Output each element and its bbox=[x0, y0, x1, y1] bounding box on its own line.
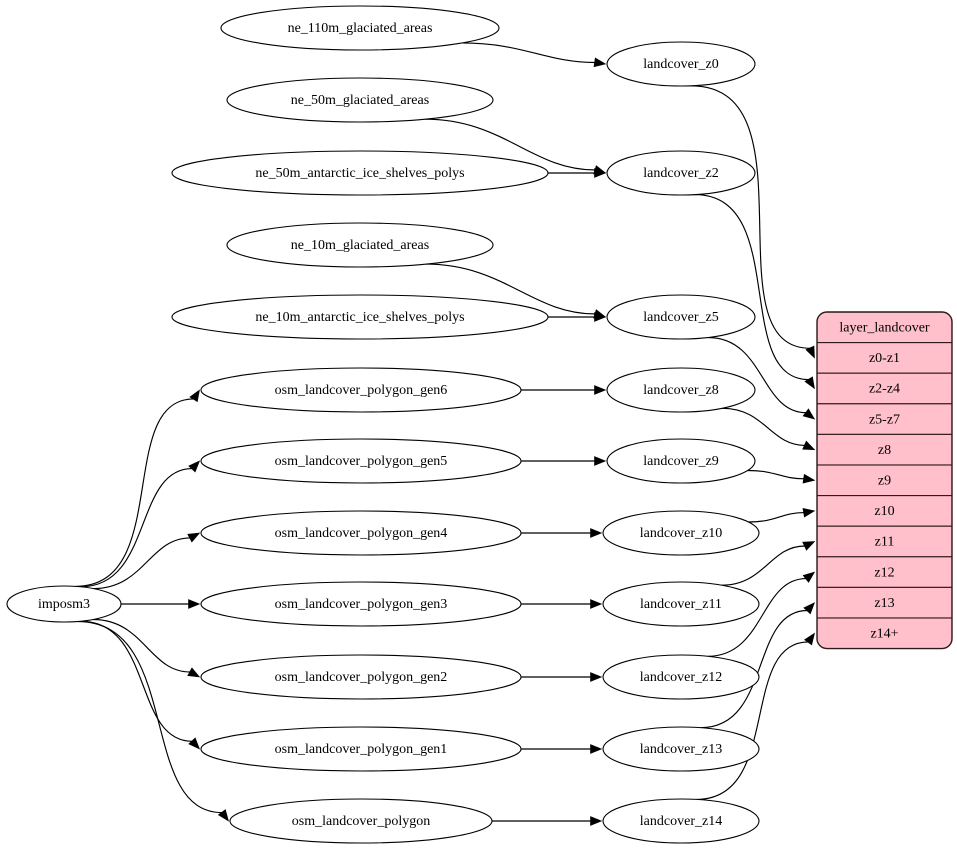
arrowhead-icon bbox=[594, 456, 607, 466]
node-landcover_z11[interactable]: landcover_z11 bbox=[602, 581, 760, 627]
arrowhead-icon bbox=[590, 599, 603, 609]
edge-landcover_z2-to-row_z2_z4 bbox=[694, 194, 810, 381]
edge-landcover_z5-to-row_z5_z7 bbox=[708, 336, 807, 414]
arrowhead-icon bbox=[594, 385, 607, 395]
arrowhead-icon bbox=[805, 345, 815, 359]
node-osm_landcover_polygon_gen3[interactable]: osm_landcover_polygon_gen3 bbox=[200, 581, 522, 627]
table-row-row_z13[interactable]: z13 bbox=[817, 586, 952, 619]
edge-landcover_z14-to-row_z14plus bbox=[696, 641, 809, 800]
table-row-layer_landcover: layer_landcover bbox=[817, 312, 952, 344]
arrowhead-icon bbox=[802, 541, 816, 551]
edge-imposm3-to-osm_landcover_polygon_gen2 bbox=[93, 618, 191, 673]
arrowhead-icon bbox=[590, 672, 603, 682]
table-row-row_z10[interactable]: z10 bbox=[817, 495, 952, 527]
arrowhead-icon bbox=[590, 528, 603, 538]
node-osm_landcover_polygon_gen5[interactable]: osm_landcover_polygon_gen5 bbox=[200, 438, 522, 484]
node-landcover_z9[interactable]: landcover_z9 bbox=[606, 438, 756, 484]
arrowhead-icon bbox=[188, 599, 201, 609]
table-row-row_z5_z7[interactable]: z5-z7 bbox=[817, 403, 952, 435]
node-osm_landcover_polygon_gen1[interactable]: osm_landcover_polygon_gen1 bbox=[200, 726, 522, 772]
edge-landcover_z12-to-row_z12 bbox=[707, 578, 807, 657]
edge-imposm3-to-osm_landcover_polygon_gen6 bbox=[75, 398, 194, 587]
arrowhead-icon bbox=[594, 312, 607, 322]
edge-landcover_z11-to-row_z11 bbox=[721, 545, 806, 586]
arrowhead-icon bbox=[187, 667, 201, 678]
arrowhead-icon bbox=[188, 460, 201, 473]
table-row-row_z0_z1[interactable]: z0-z1 bbox=[817, 342, 952, 374]
edge-imposm3-to-osm_landcover_polygon_gen5 bbox=[80, 468, 193, 588]
node-osm_landcover_polygon_gen2[interactable]: osm_landcover_polygon_gen2 bbox=[200, 654, 522, 700]
layer-landcover-table: layer_landcoverz0-z1z2-z4z5-z7z8z9z10z11… bbox=[816, 311, 953, 650]
edge-landcover_z13-to-row_z13 bbox=[700, 609, 808, 729]
node-landcover_z12[interactable]: landcover_z12 bbox=[602, 654, 760, 700]
nodes-layer: imposm3 ne_110m_glaciated_areas ne_50m_gla… bbox=[6, 5, 760, 844]
node-osm_landcover_polygon_gen4[interactable]: osm_landcover_polygon_gen4 bbox=[200, 510, 522, 556]
arrowhead-icon bbox=[187, 532, 201, 543]
arrowhead-icon bbox=[804, 376, 815, 390]
arrowhead-icon bbox=[802, 408, 816, 420]
node-ne_50m_glaciated_areas[interactable]: ne_50m_glaciated_areas bbox=[226, 77, 494, 123]
node-imposm3[interactable]: imposm3 bbox=[6, 585, 122, 623]
edge-landcover_z8-to-row_z8 bbox=[722, 407, 805, 446]
node-osm_landcover_polygon[interactable]: osm_landcover_polygon bbox=[229, 798, 493, 844]
arrowhead-icon bbox=[594, 168, 607, 178]
arrowhead-icon bbox=[590, 744, 603, 754]
node-landcover_z8[interactable]: landcover_z8 bbox=[606, 367, 756, 413]
edge-ne_50m_glaciated_areas-to-landcover_z2 bbox=[424, 118, 596, 171]
edge-landcover_z9-to-row_z9 bbox=[747, 469, 805, 480]
edge-imposm3-to-osm_landcover_polygon bbox=[77, 620, 223, 814]
arrowhead-icon bbox=[590, 816, 603, 826]
node-landcover_z10[interactable]: landcover_z10 bbox=[602, 510, 760, 556]
node-ne_10m_glaciated_areas[interactable]: ne_10m_glaciated_areas bbox=[226, 222, 494, 268]
node-landcover_z5[interactable]: landcover_z5 bbox=[606, 294, 756, 340]
table-row-row_z12[interactable]: z12 bbox=[817, 556, 952, 588]
arrowhead-icon bbox=[802, 507, 816, 518]
node-landcover_z2[interactable]: landcover_z2 bbox=[606, 150, 756, 196]
table-row-row_z2_z4[interactable]: z2-z4 bbox=[817, 372, 952, 405]
arrowhead-icon bbox=[217, 809, 229, 822]
edge-imposm3-to-osm_landcover_polygon_gen1 bbox=[80, 620, 193, 742]
edge-imposm3-to-osm_landcover_polygon_gen4 bbox=[93, 537, 191, 590]
arrowhead-icon bbox=[802, 571, 816, 583]
edge-landcover_z0-to-row_z0_z1 bbox=[690, 85, 811, 349]
table-row-row_z9[interactable]: z9 bbox=[817, 464, 952, 497]
node-ne_110m_glaciated_areas[interactable]: ne_110m_glaciated_areas bbox=[220, 5, 500, 51]
node-osm_landcover_polygon_gen6[interactable]: osm_landcover_polygon_gen6 bbox=[200, 367, 522, 413]
arrowhead-icon bbox=[803, 602, 816, 615]
arrowhead-icon bbox=[802, 473, 816, 484]
node-landcover_z0[interactable]: landcover_z0 bbox=[606, 41, 756, 87]
node-ne_50m_antarctic_ice_shelves_polys[interactable]: ne_50m_antarctic_ice_shelves_polys bbox=[171, 150, 549, 196]
edge-ne_10m_glaciated_areas-to-landcover_z5 bbox=[425, 263, 596, 315]
arrowhead-icon bbox=[188, 737, 201, 750]
arrowhead-icon bbox=[593, 57, 607, 68]
arrowhead-icon bbox=[189, 389, 200, 403]
node-ne_10m_antarctic_ice_shelves_polys[interactable]: ne_10m_antarctic_ice_shelves_polys bbox=[171, 294, 549, 340]
edges-layer bbox=[75, 42, 816, 826]
edge-ne_110m_glaciated_areas-to-landcover_z0 bbox=[462, 42, 596, 64]
table-row-row_z8[interactable]: z8 bbox=[817, 433, 952, 466]
node-landcover_z13[interactable]: landcover_z13 bbox=[602, 726, 760, 772]
edge-landcover_z10-to-row_z10 bbox=[748, 512, 805, 523]
table-row-row_z11[interactable]: z11 bbox=[817, 525, 952, 558]
arrowhead-icon bbox=[802, 440, 816, 451]
table-row-row_z14plus[interactable]: z14+ bbox=[817, 617, 952, 649]
arrowhead-icon bbox=[804, 632, 815, 646]
node-landcover_z14[interactable]: landcover_z14 bbox=[602, 798, 760, 844]
